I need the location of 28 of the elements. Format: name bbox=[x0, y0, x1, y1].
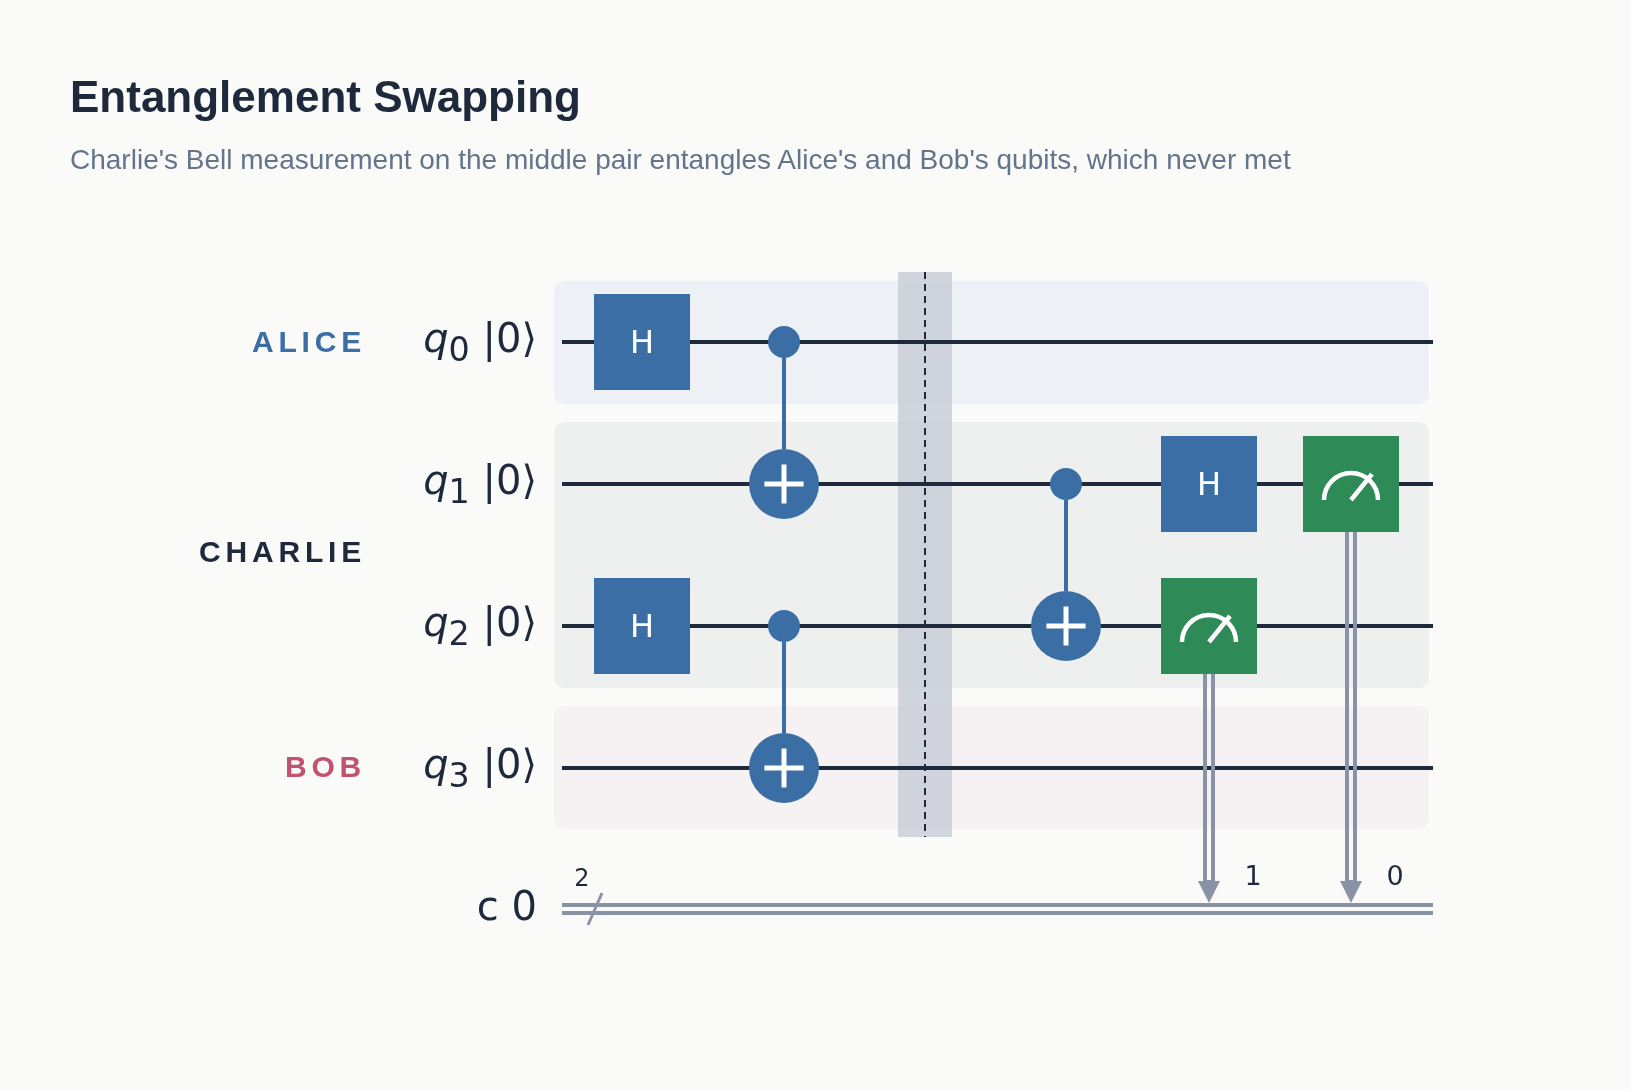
register-label: BOB bbox=[284, 750, 366, 784]
classical-arrow bbox=[1340, 530, 1362, 903]
bit-count: 2 bbox=[574, 864, 590, 892]
measure-box bbox=[1303, 436, 1399, 532]
target-circle bbox=[749, 449, 819, 519]
control-line bbox=[782, 642, 786, 733]
measure-box bbox=[1161, 578, 1257, 674]
qubit-label: q$_{0}$ |0⟩ bbox=[423, 315, 537, 369]
target-circle bbox=[1031, 591, 1101, 661]
gate-box: H bbox=[594, 294, 690, 390]
control-dot bbox=[768, 610, 800, 642]
title: Entanglement Swapping bbox=[70, 72, 581, 122]
gate-box: H bbox=[1161, 436, 1257, 532]
qubit-label: q$_{2}$ |0⟩ bbox=[423, 599, 537, 653]
classical-wire bbox=[562, 903, 1433, 915]
target-circle bbox=[749, 733, 819, 803]
gate-box: H bbox=[594, 578, 690, 674]
subtitle: Charlie's Bell measurement on the middle pair entangles Alice's and Bob's qubits, which never met bbox=[70, 144, 1291, 176]
classical-arrow bbox=[1198, 672, 1220, 903]
control-dot bbox=[768, 326, 800, 358]
register-label: ALICE bbox=[252, 325, 366, 359]
register-label: CHARLIE bbox=[199, 535, 366, 569]
qubit-label: q$_{1}$ |0⟩ bbox=[423, 457, 537, 511]
qubit-label: q$_{3}$ |0⟩ bbox=[423, 741, 537, 795]
control-dot bbox=[1050, 468, 1082, 500]
control-line bbox=[782, 358, 786, 449]
control-line bbox=[1064, 500, 1068, 591]
qubit-label: c 0 bbox=[476, 883, 537, 929]
